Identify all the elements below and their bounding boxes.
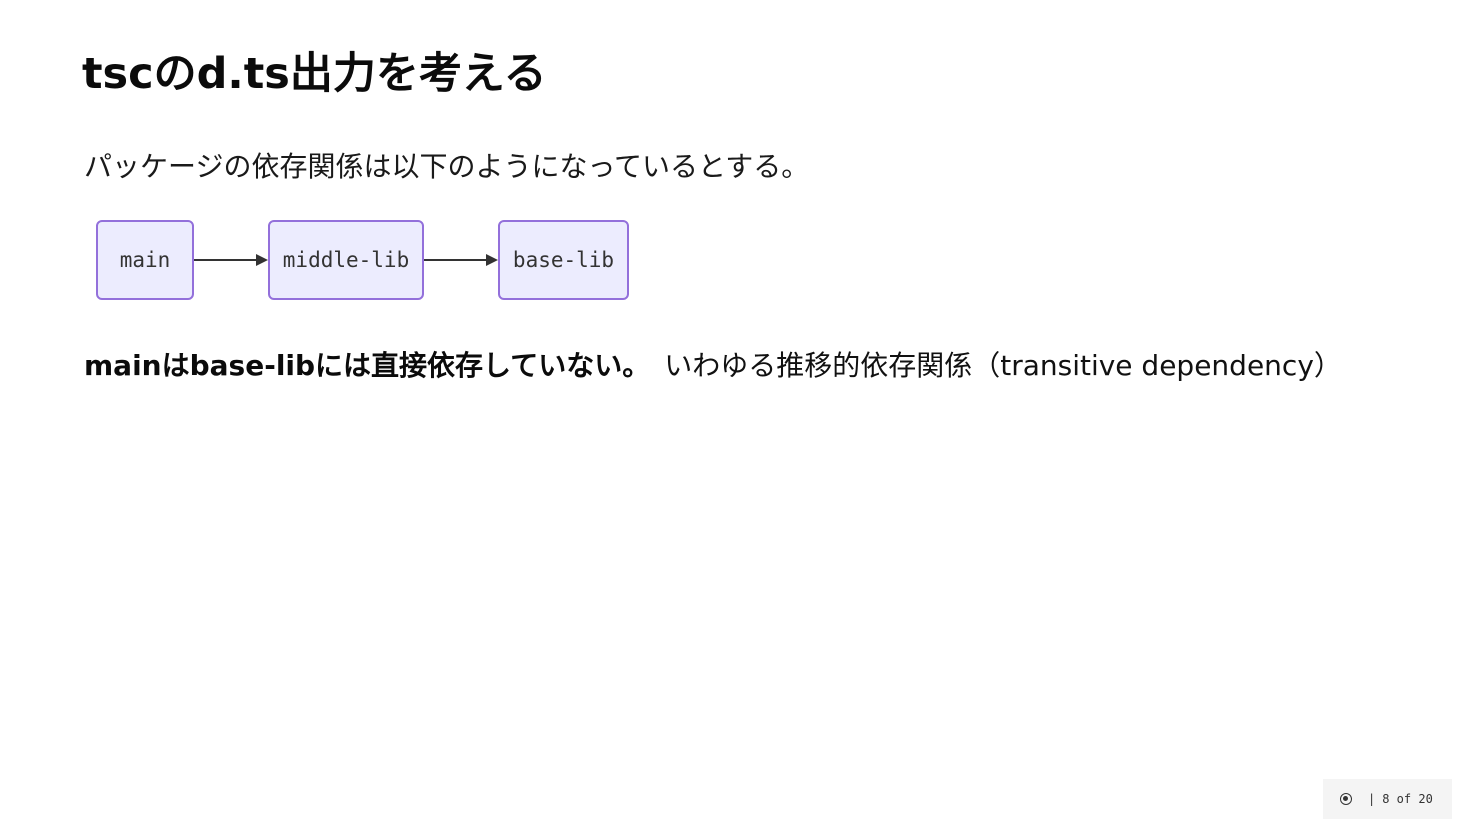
edge-middle-lib-to-base-lib [424,259,488,261]
presenter-icon[interactable] [1340,793,1352,805]
intro-text: パッケージの依存関係は以下のようになっているとする。 [84,150,810,183]
page-number: 8 of 20 [1382,792,1433,806]
node-main: main [96,220,194,300]
edge-main-to-middle-lib [194,259,258,261]
slide-title: tscのd.ts出力を考える [82,49,547,99]
statement-normal: いわゆる推移的依存関係（transitive dependency） [664,349,1342,382]
node-base-lib: base-lib [498,220,629,300]
dependency-diagram: main middle-lib base-lib [90,214,635,308]
pager-separator: | [1368,792,1376,806]
statement: mainはbase-libには直接依存していない。いわゆる推移的依存関係（tra… [84,344,1342,388]
node-middle-lib: middle-lib [268,220,424,300]
arrowhead-icon [486,254,498,266]
arrowhead-icon [256,254,268,266]
page-counter[interactable]: | 8 of 20 [1323,779,1452,819]
statement-bold: mainはbase-libには直接依存していない。 [84,349,651,382]
